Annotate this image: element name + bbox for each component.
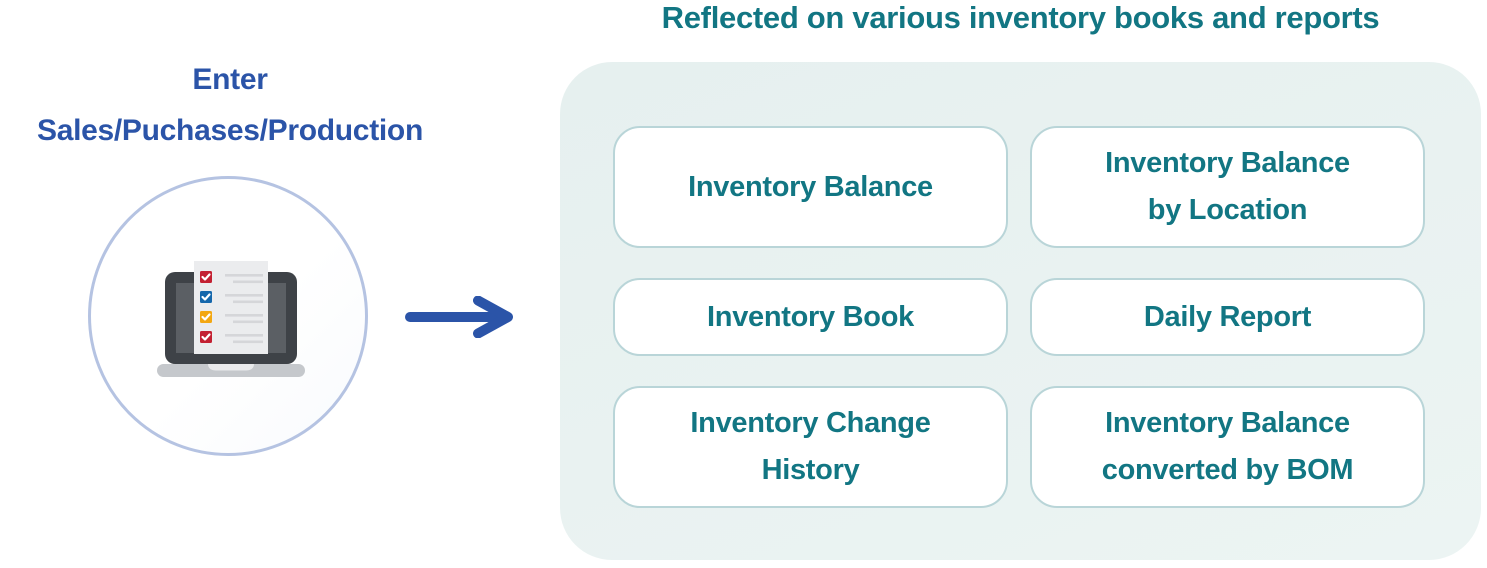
- arrow-right-icon: [405, 296, 513, 338]
- reports-panel: Inventory Balance Inventory Balance by L…: [560, 62, 1481, 560]
- report-box-inventory-book: Inventory Book: [613, 278, 1008, 356]
- report-box-inventory-change-history: Inventory Change History: [613, 386, 1008, 508]
- report-box-inventory-balance: Inventory Balance: [613, 126, 1008, 248]
- panel-title: Reflected on various inventory books and…: [661, 0, 1380, 35]
- laptop-circle: [88, 176, 368, 456]
- report-box-inventory-balance-by-location: Inventory Balance by Location: [1030, 126, 1425, 248]
- laptop-checklist-icon: [157, 261, 305, 377]
- report-box-inventory-balance-converted-by-bom: Inventory Balance converted by BOM: [1030, 386, 1425, 508]
- enter-sales-title: Enter Sales/Puchases/Production: [37, 63, 423, 147]
- report-box-daily-report: Daily Report: [1030, 278, 1425, 356]
